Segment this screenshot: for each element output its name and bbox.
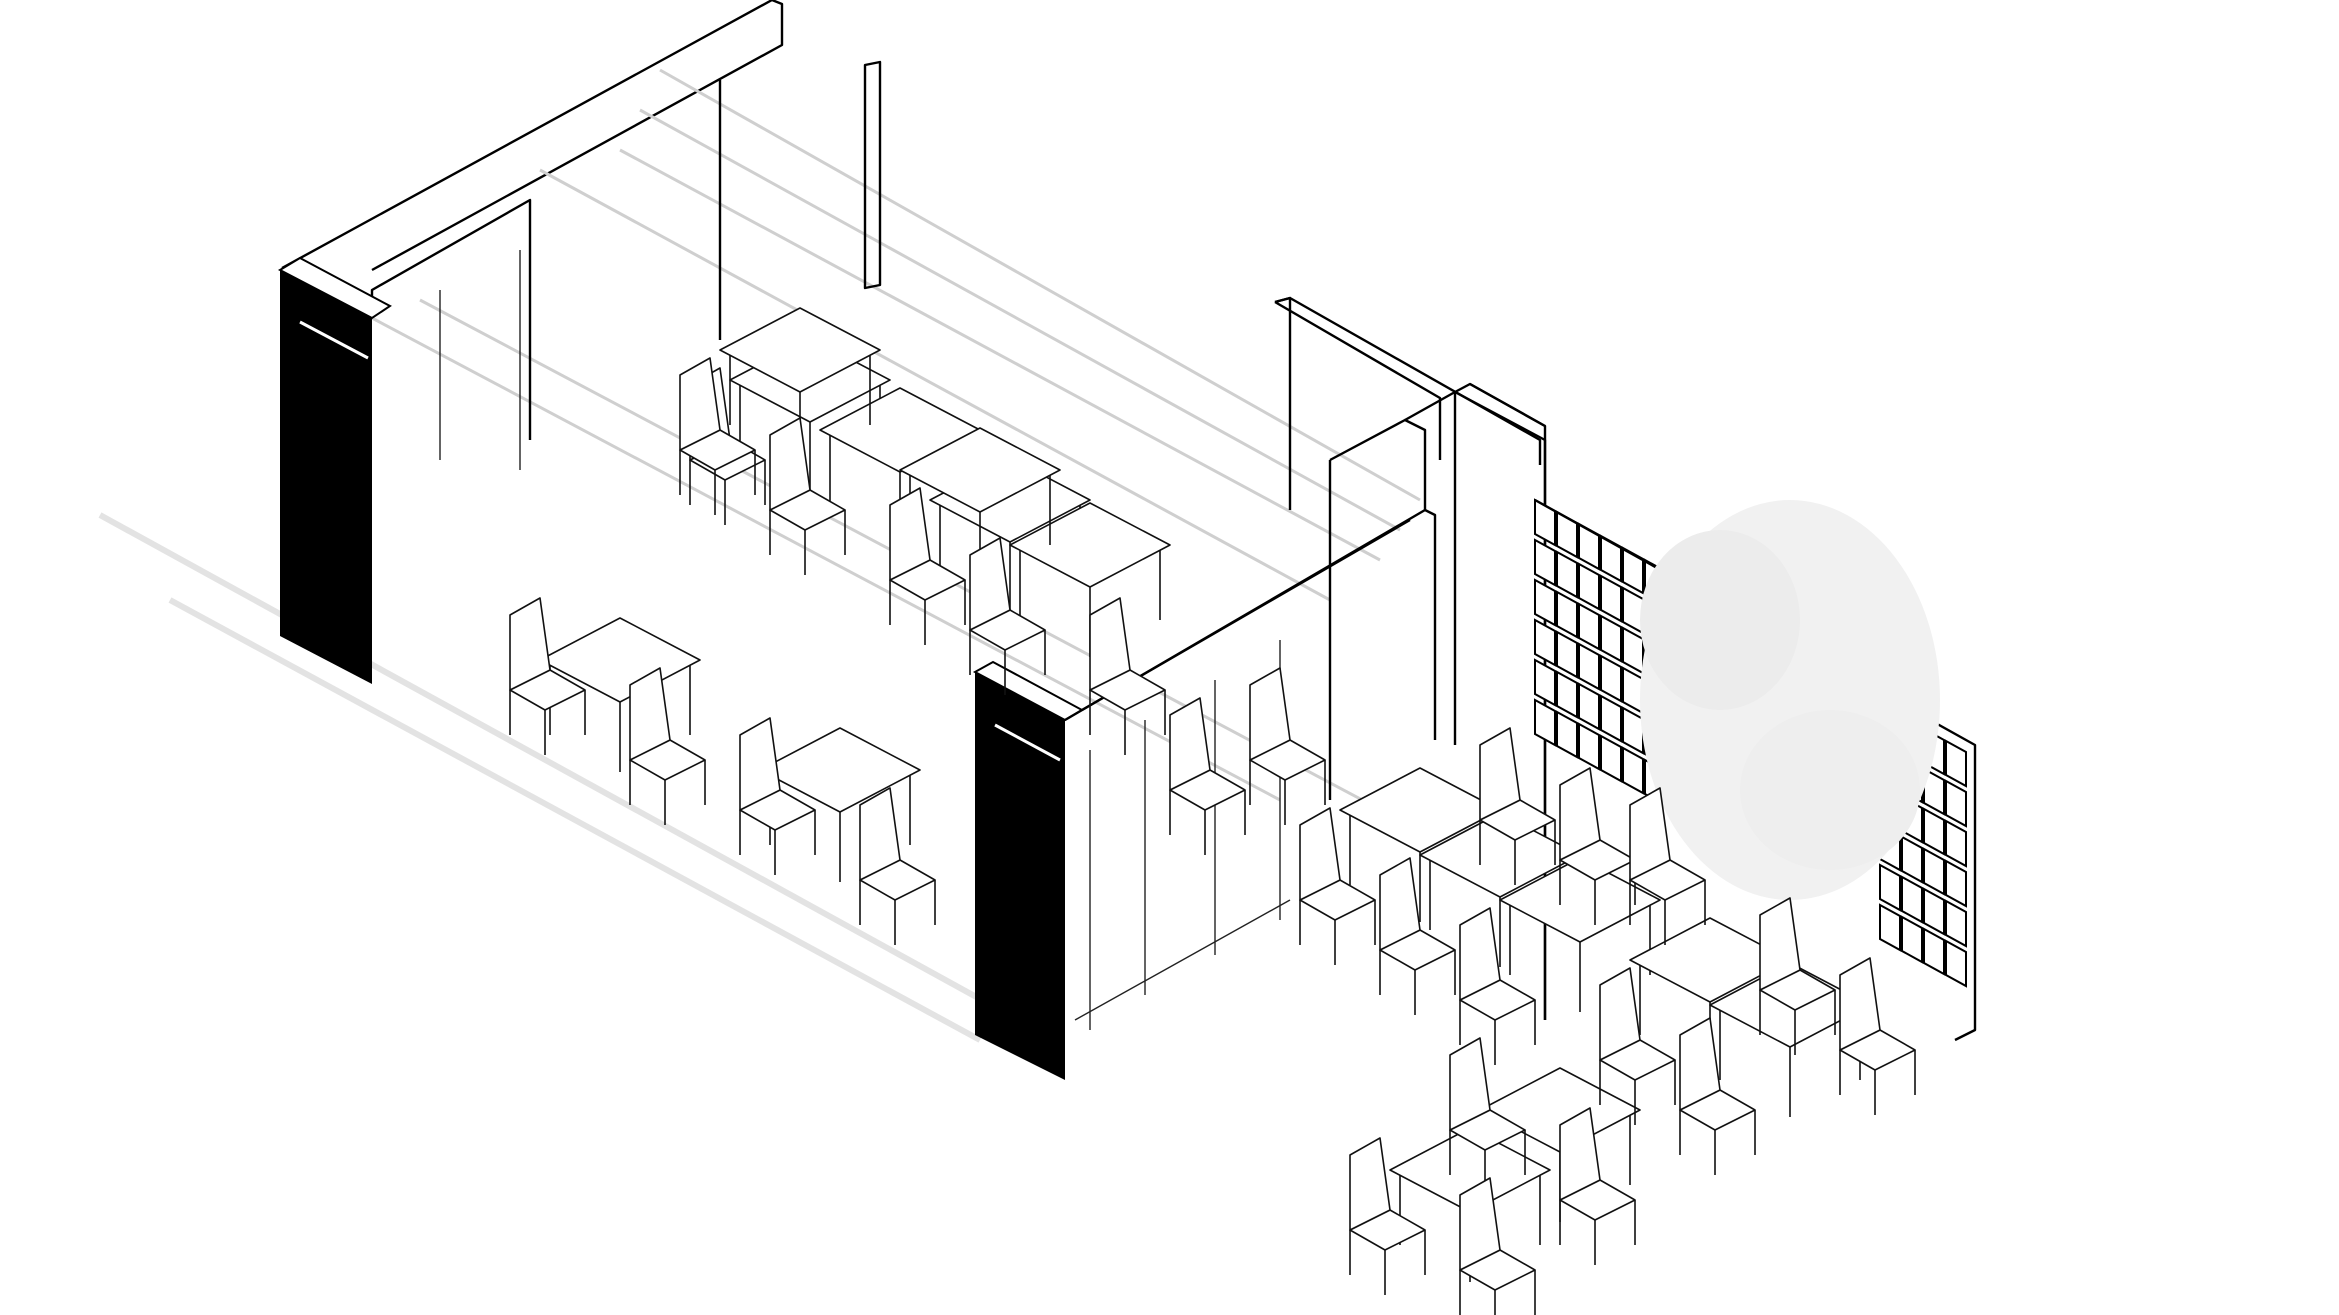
chair — [1459, 907, 1536, 1065]
chair — [1459, 1177, 1536, 1315]
screen-cell — [1600, 694, 1622, 743]
chair — [1089, 597, 1166, 755]
chair — [1379, 857, 1456, 1015]
chair — [1249, 667, 1326, 825]
screen-cell — [1945, 739, 1967, 788]
ground-shadow — [98, 512, 1002, 1043]
screen-cell — [1622, 746, 1644, 795]
tree — [1640, 500, 1940, 900]
screen-cell — [1901, 915, 1923, 964]
screen-cell — [1556, 590, 1578, 639]
chair — [769, 417, 846, 575]
chair — [1599, 967, 1676, 1125]
screen-cell — [1556, 550, 1578, 599]
pillar-left — [277, 256, 392, 684]
screen-cell — [1945, 939, 1967, 988]
screen-cell — [1556, 670, 1578, 719]
screen-cell — [1534, 538, 1556, 587]
chair — [1559, 767, 1636, 925]
screen-cell — [1923, 807, 1945, 856]
chair — [1349, 1137, 1426, 1295]
screen-cell — [1534, 578, 1556, 627]
screen-cell — [1556, 630, 1578, 679]
chair — [739, 717, 816, 875]
screen-cell — [1534, 618, 1556, 667]
chair — [1759, 897, 1836, 1055]
chair — [509, 597, 586, 755]
screen-cell — [1578, 682, 1600, 731]
chair — [859, 787, 936, 945]
screen-cell — [1879, 903, 1901, 952]
chair — [1299, 807, 1376, 965]
screen-cell — [1534, 658, 1556, 707]
screen-cell — [1945, 859, 1967, 908]
screen-cell — [1945, 899, 1967, 948]
screen-wall — [1534, 498, 1977, 1042]
chair — [1559, 1107, 1636, 1265]
chair — [629, 667, 706, 825]
screen-cell — [1923, 767, 1945, 816]
screen-cell — [1578, 642, 1600, 691]
screen-cell — [1901, 835, 1923, 884]
screen-cell — [1622, 626, 1644, 675]
screen-cell — [1622, 586, 1644, 635]
screen-cell — [1622, 706, 1644, 755]
screen-cell — [1534, 698, 1556, 747]
screen-cell — [1923, 847, 1945, 896]
chair — [1449, 1037, 1526, 1195]
pillar-right — [972, 660, 1085, 1080]
screen-cell — [1600, 574, 1622, 623]
screen-cell — [1578, 722, 1600, 771]
table — [759, 727, 921, 882]
screen-cell — [1622, 666, 1644, 715]
screen-cell — [1600, 614, 1622, 663]
screen-cell — [1556, 710, 1578, 759]
screen-cell — [1600, 734, 1622, 783]
chair — [889, 487, 966, 645]
screen-cell — [1901, 875, 1923, 924]
chair — [969, 537, 1046, 695]
chair — [1679, 1017, 1756, 1175]
chair — [1169, 697, 1246, 855]
screen-cell — [1945, 779, 1967, 828]
chair — [1479, 727, 1556, 885]
chair — [679, 357, 756, 515]
screen-cell — [1945, 819, 1967, 868]
chair — [1839, 957, 1916, 1115]
screen-cell — [1600, 654, 1622, 703]
screen-cell — [1923, 927, 1945, 976]
screen-cell — [1879, 863, 1901, 912]
chair — [1629, 787, 1706, 945]
screen-cell — [1923, 887, 1945, 936]
screen-cell — [1578, 562, 1600, 611]
screen-cell — [1578, 602, 1600, 651]
furniture — [509, 307, 1916, 1315]
